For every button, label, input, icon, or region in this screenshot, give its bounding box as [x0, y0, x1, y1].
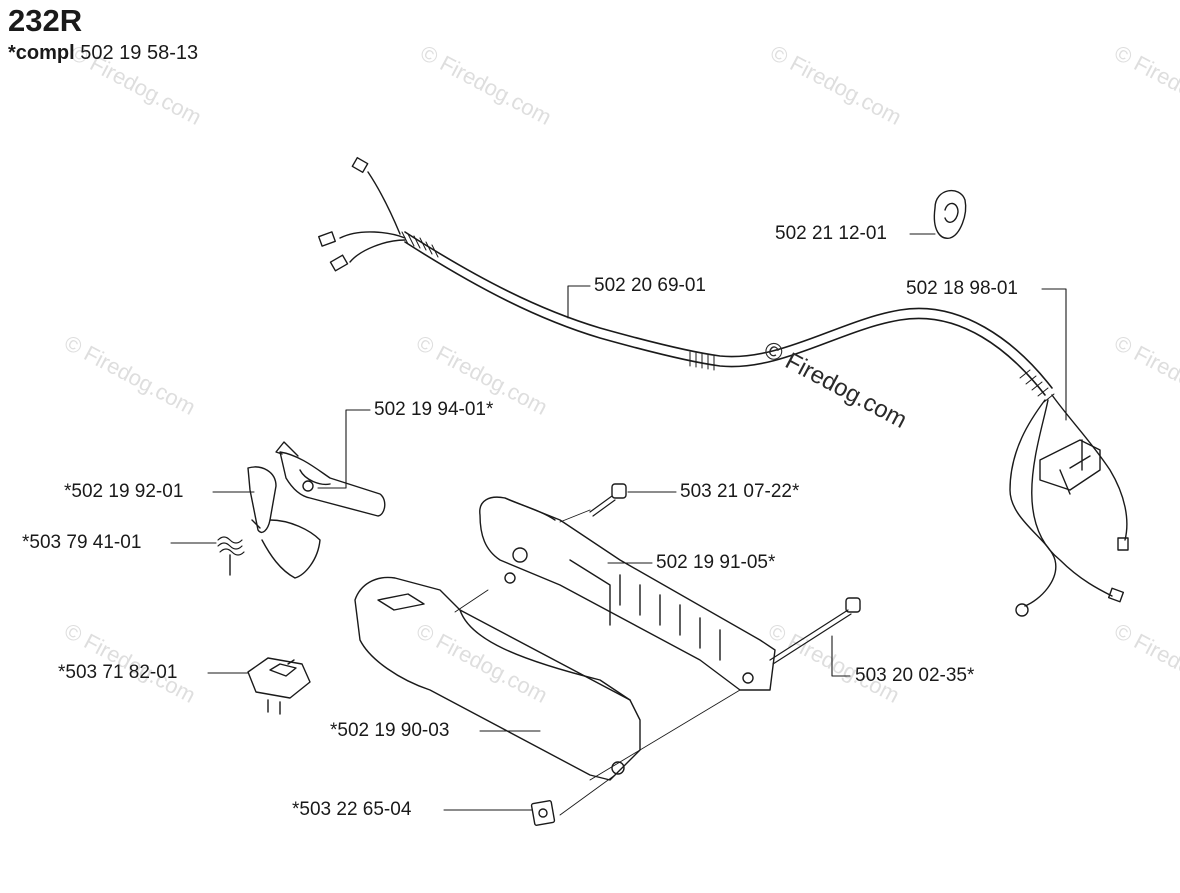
- cable-clip: [933, 189, 967, 239]
- spring: [217, 536, 245, 576]
- wire-harness: [318, 156, 1129, 617]
- part-label-wire-harness: 502 20 69-01: [594, 275, 706, 296]
- throttle-lever: [247, 466, 321, 579]
- assembly-number: *compl 502 19 58-13: [8, 42, 198, 64]
- part-label-handle-lower: *502 19 90-03: [330, 720, 450, 741]
- part-label-throttle-trigger: 502 19 94-01*: [374, 399, 494, 420]
- screw-lower: [769, 597, 861, 665]
- leader-lines: [170, 233, 1067, 811]
- part-label-cable-clip: 502 21 12-01: [775, 223, 887, 244]
- part-label-handle-upper: 502 19 91-05*: [656, 552, 776, 573]
- part-label-harness-right: 502 18 98-01: [906, 278, 1018, 299]
- throttle-trigger: [275, 441, 386, 517]
- compl-prefix: *compl: [8, 42, 75, 64]
- stop-switch: [247, 657, 311, 715]
- compl-number: 502 19 58-13: [80, 42, 199, 64]
- part-label-screw-upper: 503 21 07-22*: [680, 481, 800, 502]
- assembly-line: [454, 509, 741, 816]
- part-label-nut: *503 22 65-04: [292, 799, 412, 820]
- model-title: 232R: [8, 3, 83, 38]
- part-label-stop-switch: *503 71 82-01: [58, 662, 178, 683]
- part-label-screw-lower: 503 20 02-35*: [855, 665, 975, 686]
- handle-half-upper: [479, 496, 776, 691]
- nut: [530, 800, 556, 826]
- handle-half-lower: [354, 576, 641, 781]
- part-label-spring: *503 79 41-01: [22, 532, 142, 553]
- screw-upper: [589, 483, 627, 517]
- part-label-throttle-lever: *502 19 92-01: [64, 481, 184, 502]
